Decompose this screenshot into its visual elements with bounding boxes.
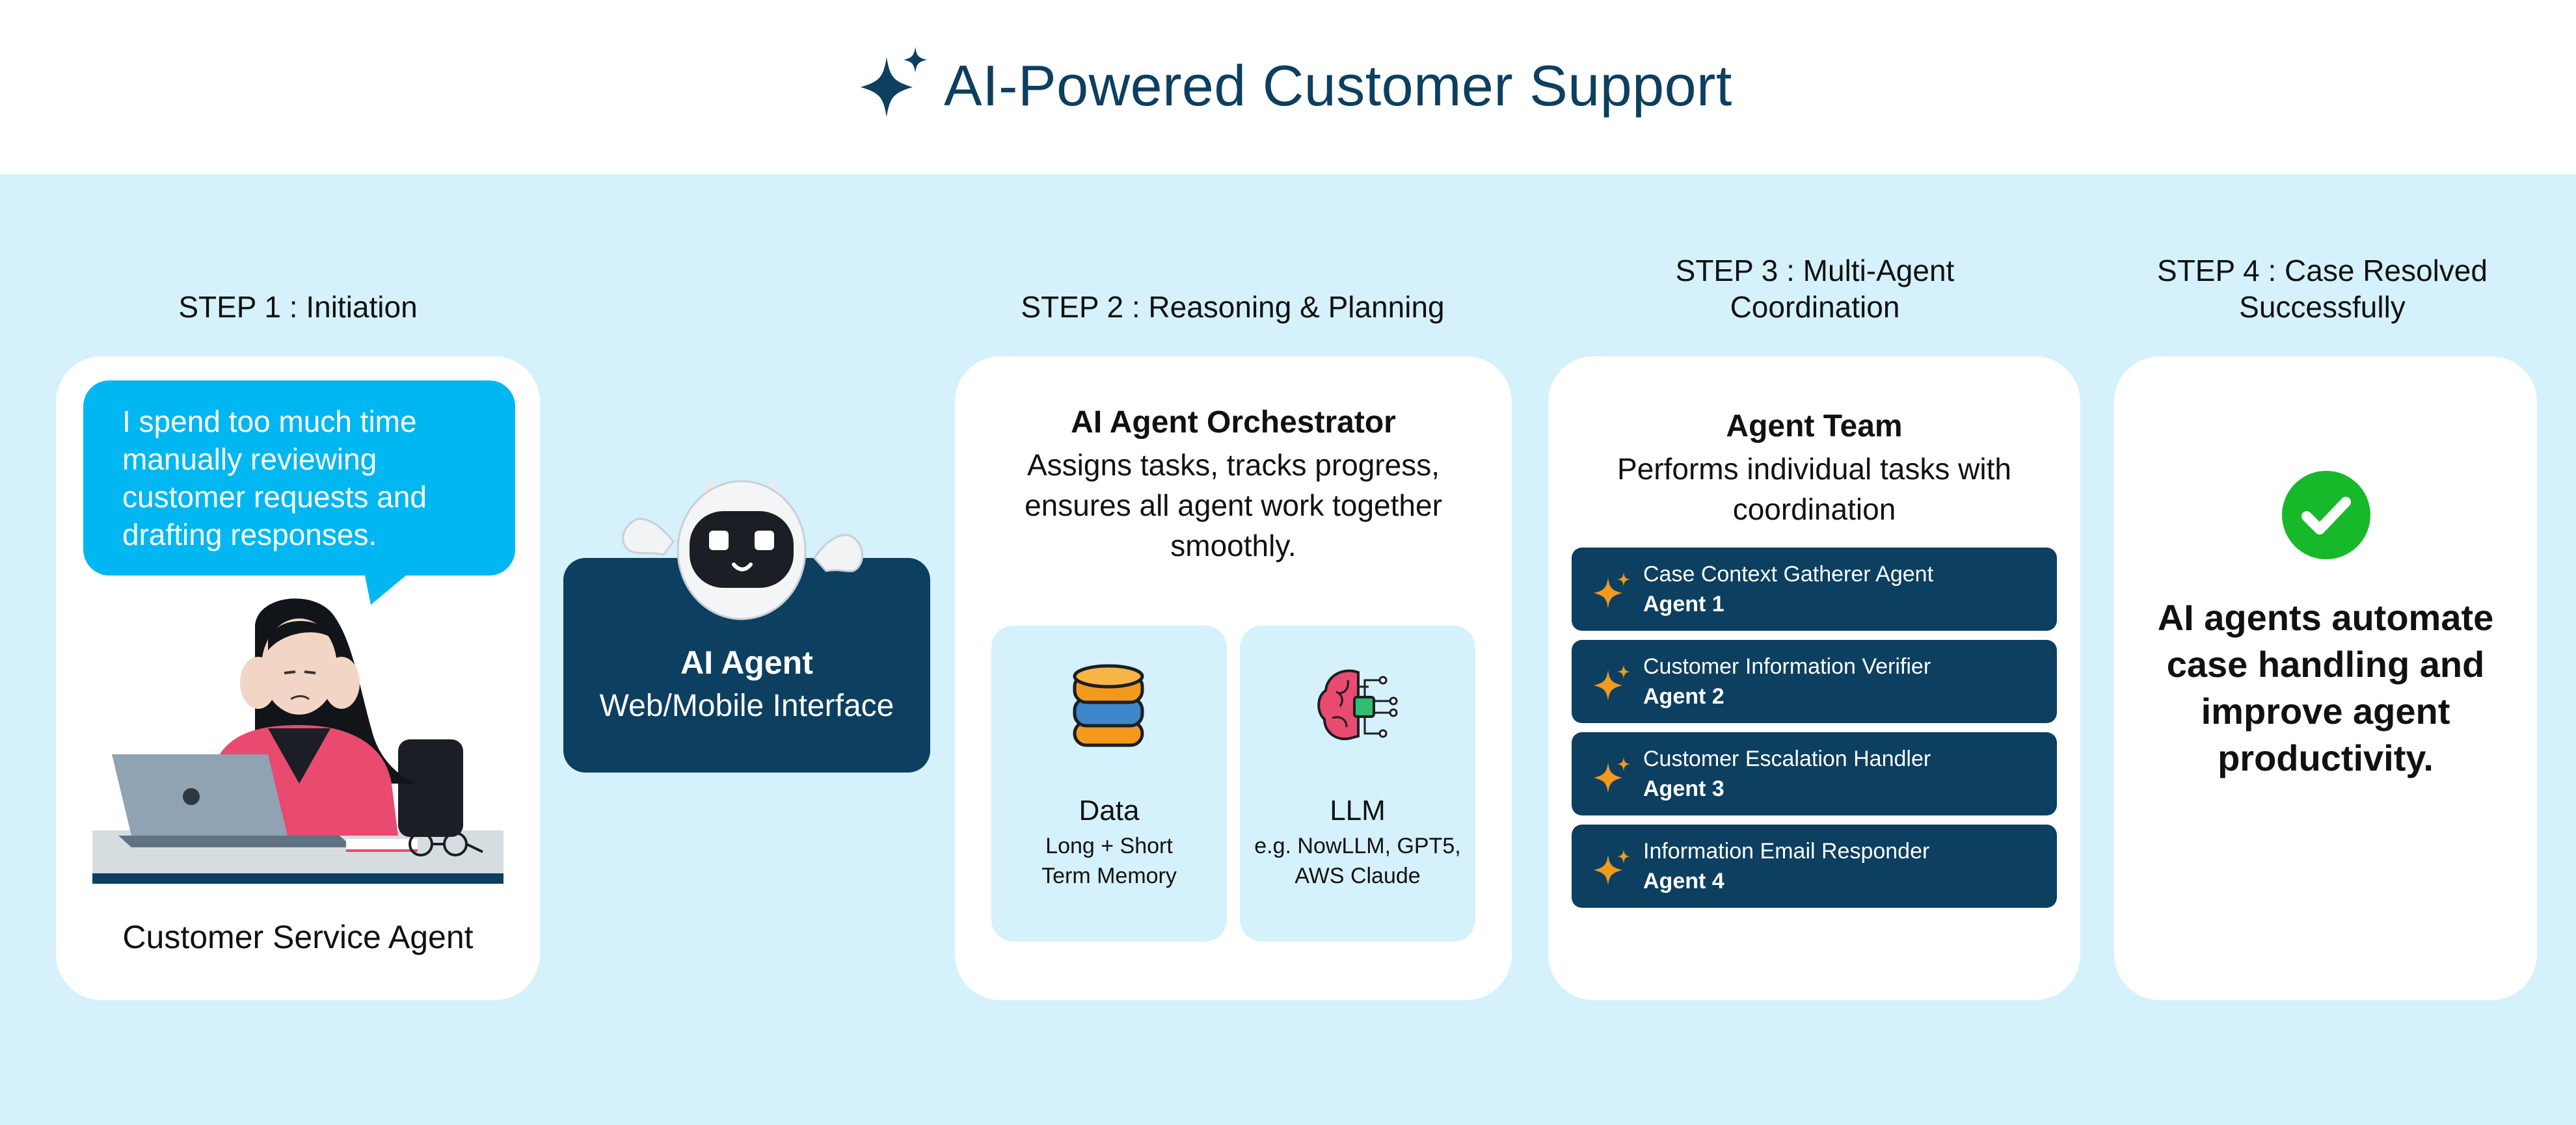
agent-number: Agent 2: [1643, 684, 1724, 709]
step1-label: STEP 1 : Initiation: [178, 290, 418, 324]
header: AI-Powered Customer Support: [0, 0, 2576, 174]
ai-agent-title: AI Agent: [680, 644, 813, 681]
orchestrator-description: Assigns tasks, tracks progress, ensures …: [1025, 448, 1442, 562]
step1-caption: Customer Service Agent: [122, 919, 474, 955]
data-description-line2: Term Memory: [1041, 864, 1177, 888]
agent-number: Agent 3: [1643, 776, 1724, 801]
data-description: Long + Short Term Memory: [991, 831, 1227, 891]
step4-label-line1: STEP 4 : Case Resolved: [2157, 254, 2488, 287]
agent-name: Case Context Gatherer Agent: [1643, 562, 1934, 587]
step4-card: [2114, 356, 2537, 1000]
ai-agent-subtitle: Web/Mobile Interface: [599, 689, 894, 723]
sparkle-icon: [1594, 665, 1630, 701]
agent-team-title: Agent Team: [1726, 409, 1903, 443]
llm-title: LLM: [1330, 795, 1386, 827]
speech-bubble: I spend too much time manually reviewing…: [83, 380, 515, 576]
sparkle-icon: [1594, 757, 1630, 793]
step3-label-line2: Coordination: [1730, 290, 1900, 324]
step4-label-line2: Successfully: [2239, 290, 2406, 324]
page-title: AI-Powered Customer Support: [944, 53, 1732, 118]
sparkle-icon: [861, 47, 927, 117]
step4-label: STEP 4 : Case Resolved Successfully: [2121, 252, 2524, 325]
stressed-agent-illustration: [92, 598, 503, 884]
agent-row: Case Context Gatherer Agent Agent 1: [1572, 548, 2057, 631]
step3-label: STEP 3 : Multi-Agent Coordination: [1587, 252, 2043, 325]
agent-name: Information Email Responder: [1643, 839, 1930, 864]
agent-name: Customer Escalation Handler: [1643, 747, 1931, 771]
title-group: AI-Powered Customer Support: [855, 40, 1732, 131]
agent-team-description: Performs individual tasks with coordinat…: [1617, 452, 2011, 526]
agent-number: Agent 4: [1643, 869, 1724, 893]
robot-icon: [622, 479, 863, 620]
agent-row: Customer Information Verifier Agent 2: [1572, 640, 2057, 723]
llm-description-line2: AWS Claude: [1295, 864, 1421, 888]
llm-description: e.g. NowLLM, GPT5, AWS Claude: [1240, 831, 1475, 891]
database-icon: [1073, 664, 1144, 747]
sparkle-icon: [1594, 572, 1630, 609]
brain-chip-icon: [1317, 669, 1398, 741]
step3-label-line1: STEP 3 : Multi-Agent: [1675, 254, 1955, 287]
result-statement: AI agents automate case handling and imp…: [2157, 597, 2494, 778]
agent-quote: I spend too much time manually reviewing…: [122, 404, 427, 551]
agent-number: Agent 1: [1643, 592, 1724, 616]
sparkle-icon: [1594, 849, 1630, 886]
orchestrator-title: AI Agent Orchestrator: [1071, 405, 1396, 440]
llm-description-line1: e.g. NowLLM, GPT5,: [1254, 834, 1461, 858]
agent-row: Customer Escalation Handler Agent 3: [1572, 732, 2057, 815]
data-title: Data: [1079, 795, 1140, 827]
agent-name: Customer Information Verifier: [1643, 654, 1931, 679]
data-description-line1: Long + Short: [1045, 834, 1173, 858]
speech-bubble-tail: [364, 572, 410, 605]
agent-row: Information Email Responder Agent 4: [1572, 825, 2057, 908]
step2-label: STEP 2 : Reasoning & Planning: [1021, 290, 1445, 324]
check-circle-icon: [2282, 471, 2370, 559]
